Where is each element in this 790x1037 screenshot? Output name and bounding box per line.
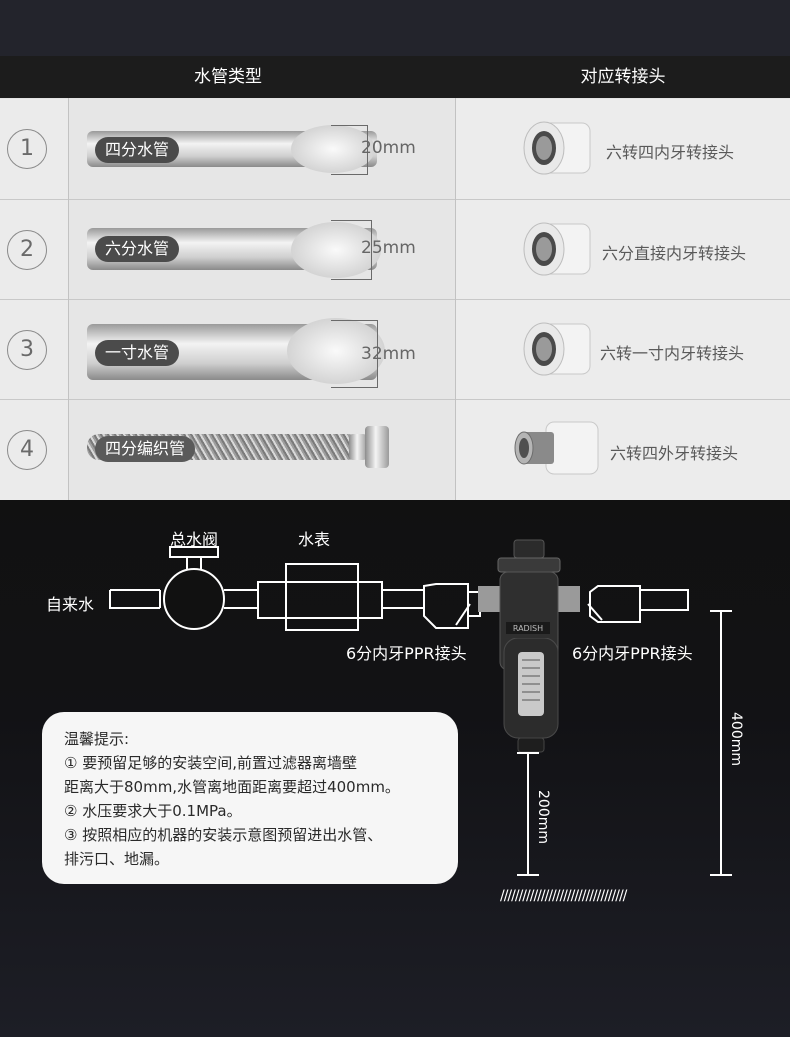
pipe-label: 六分水管 [95,236,180,262]
height-left-label: 200mm [535,790,551,844]
tip-line: ① 要预留足够的安装空间,前置过滤器离墙壁 [64,754,357,772]
fitting-image [523,121,591,175]
header-fitting: 对应转接头 [580,67,666,87]
tips-box: 温馨提示: ① 要预留足够的安装空间,前置过滤器离墙壁 距离大于80mm,水管离… [42,712,458,884]
pipe-label: 四分编织管 [95,436,196,462]
table-row: 3 一寸水管 32mm 六转一寸内牙转接头 [0,300,790,400]
dimension-bracket [331,320,378,388]
tip-line: ② 水压要求大于0.1MPa。 [64,802,242,820]
pipe-label: 一寸水管 [95,340,180,366]
height-right-label: 400mm [728,712,744,766]
tip-line: 距离大于80mm,水管离地面距离要超过400mm。 [64,778,400,796]
table-row: 4 四分编织管 六转四外牙转接头 [0,400,790,500]
header-pipe-type: 水管类型 [194,67,262,87]
table-row: 1 四分水管 20mm 六转四内牙转接头 [0,99,790,199]
tip-line: 排污口、地漏。 [64,850,170,868]
fitting-image [523,322,591,376]
pipe-size: 25mm [361,238,416,258]
pipe-end [287,318,385,384]
fitting-image [523,222,591,276]
row-number: 3 [7,330,47,370]
row-number: 2 [7,230,47,270]
height-ruler-left [527,752,529,876]
water-meter-label: 水表 [298,530,331,549]
filter-lower [503,638,559,753]
table-header: 水管类型 对应转接头 [0,56,790,98]
fitting-label: 六转一寸内牙转接头 [600,344,745,363]
fitting-label: 六分直接内牙转接头 [602,244,747,263]
fitting-image [514,421,599,475]
pipe-end [291,125,375,173]
tip-line: ③ 按照相应的机器的安装示意图预留进出水管、 [64,826,383,844]
pipe-fitting-table: 水管类型 对应转接头 1 四分水管 20mm 六转四内牙转接头 2 [0,56,790,500]
floor-hatch: ////////////////////////////////// [500,888,627,904]
main-valve-label: 总水阀 [170,530,219,549]
fitting-label: 六转四外牙转接头 [610,444,739,463]
pipe-size: 20mm [361,138,416,158]
inlet-label: 自来水 [46,595,95,614]
fitting-label: 六转四内牙转接头 [606,143,735,162]
brand-logo: RADISH [513,624,543,633]
pipe-label: 四分水管 [95,137,180,163]
tips-title: 温馨提示: [64,730,130,748]
pipe-end [291,222,381,278]
row-number: 1 [7,129,47,169]
hose-nut [365,426,389,468]
left-connector-label: 6分内牙PPR接头 [346,644,467,663]
pipe-size: 32mm [361,344,416,364]
dimension-bracket [331,220,372,280]
right-connector-label: 6分内牙PPR接头 [572,644,693,663]
dimension-bracket [331,125,368,175]
table-row: 2 六分水管 25mm 六分直接内牙转接头 [0,200,790,300]
row-number: 4 [7,430,47,470]
height-ruler-right [720,610,722,876]
hose-nut [349,434,367,460]
top-band [0,0,790,56]
